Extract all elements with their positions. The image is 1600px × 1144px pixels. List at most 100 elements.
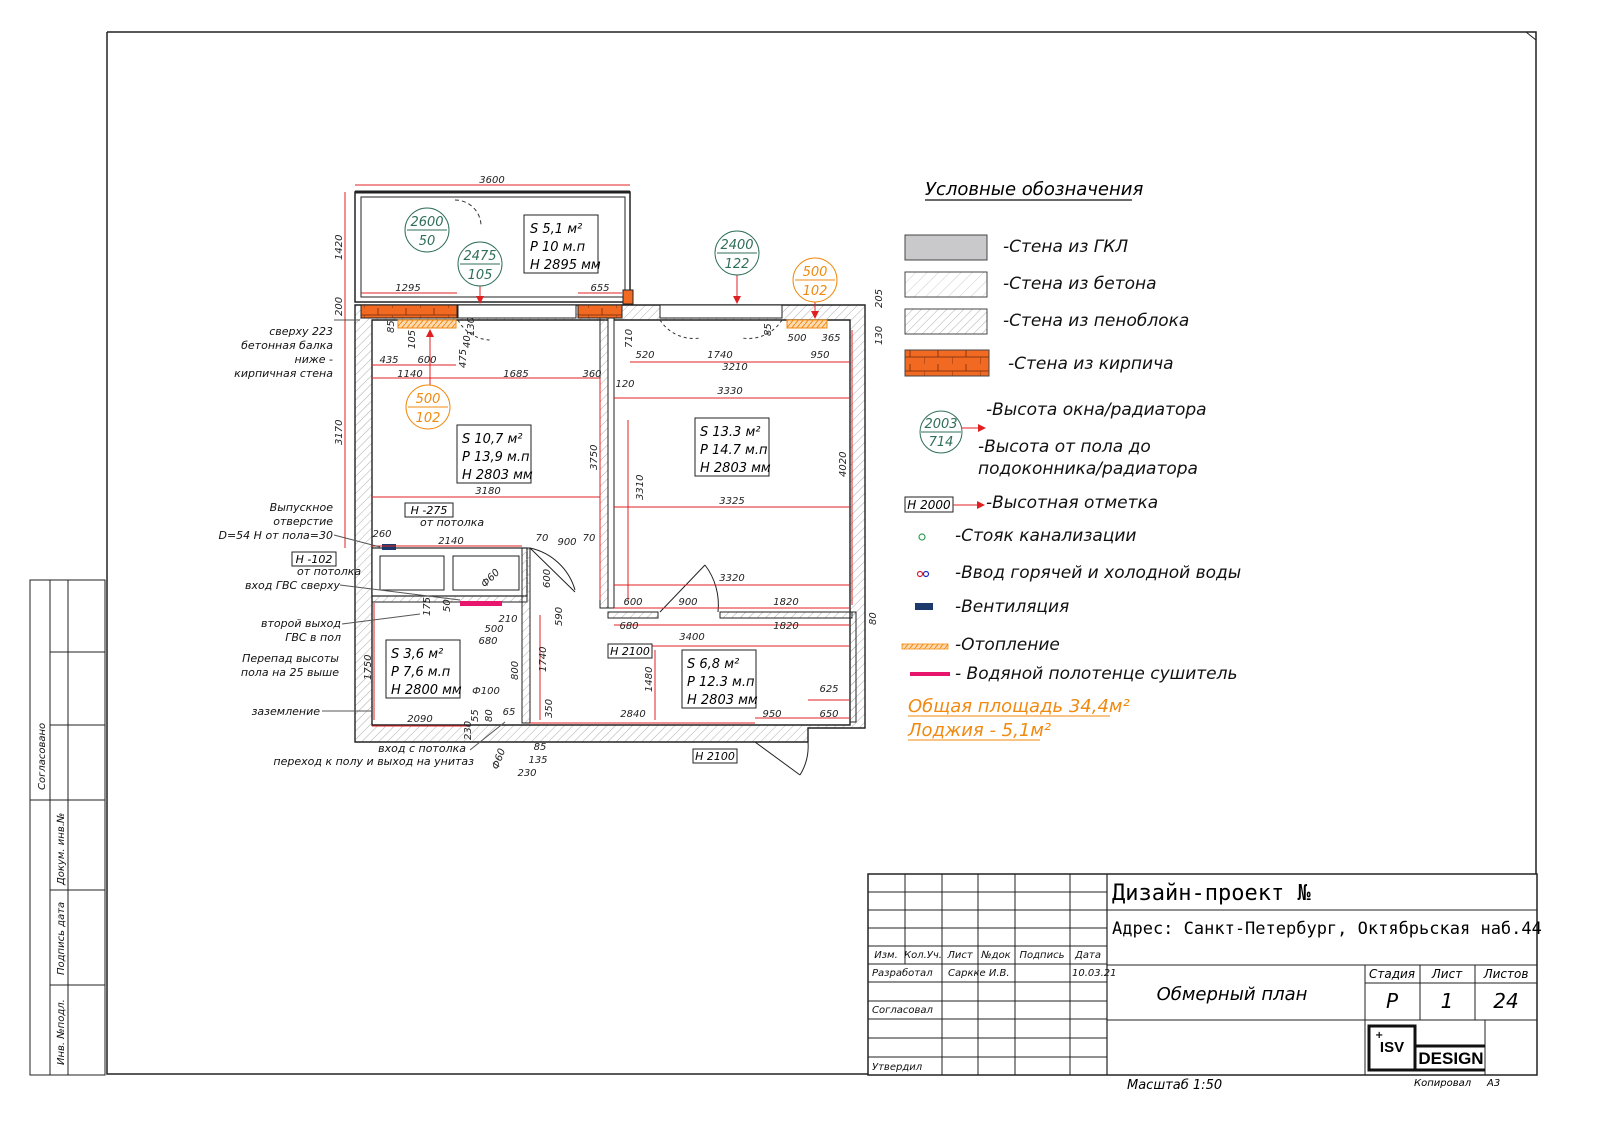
svg-text:ГВС в пол: ГВС в пол <box>285 631 341 644</box>
height-marker: 2400 122 <box>714 230 760 276</box>
svg-text:3170: 3170 <box>334 420 345 445</box>
marker-bottom: 714 <box>929 435 954 450</box>
svg-text:вход ГВС сверху: вход ГВС сверху <box>245 579 340 592</box>
svg-text:Листов: Листов <box>1483 967 1529 981</box>
room-height: H 2803 мм <box>687 693 758 708</box>
legend: Условные обозначения -Стена из ГКЛ -Стен… <box>901 179 1241 741</box>
svg-text:135: 135 <box>528 755 547 766</box>
vent-icon <box>382 544 396 550</box>
side-stamp-inventory: Инв. №подл. <box>56 999 67 1065</box>
floor-plan <box>344 184 866 776</box>
svg-text:от потолка: от потолка <box>420 516 484 529</box>
room-area: S 13.3 м² <box>700 425 760 440</box>
room-label: S 3,6 м² P 7,6 м.п H 2800 мм <box>385 639 462 699</box>
svg-text:3600: 3600 <box>479 175 504 186</box>
room-label: S 10,7 м² P 13,9 м.п H 2803 мм <box>456 424 533 484</box>
svg-text:1820: 1820 <box>773 621 798 632</box>
svg-text:350: 350 <box>544 699 555 718</box>
format-label: А3 <box>1486 1078 1500 1089</box>
room-perimeter: P 14.7 м.п <box>700 443 768 458</box>
svg-text:50: 50 <box>442 599 453 612</box>
marker-top: 500 <box>803 265 828 280</box>
room-height: H 2803 мм <box>700 461 771 476</box>
side-stamp-agreed: Согласовано <box>37 723 48 790</box>
legend-item-brick: -Стена из кирпича <box>1008 354 1174 374</box>
radiator <box>397 319 457 329</box>
room-perimeter: P 13,9 м.п <box>462 450 530 465</box>
svg-text:1480: 1480 <box>644 667 655 692</box>
svg-text:2140: 2140 <box>438 536 463 547</box>
svg-text:230: 230 <box>463 721 474 740</box>
legend-item-foam: -Стена из пеноблока <box>1003 311 1189 331</box>
side-stamp: Согласовано Докум. инв.№ Подпись дата Ин… <box>29 579 106 1076</box>
svg-text:40: 40 <box>462 335 473 348</box>
project-address: Адрес: Санкт-Петербург, Октябрьская наб.… <box>1112 919 1542 939</box>
svg-text:3180: 3180 <box>475 486 500 497</box>
svg-text:230: 230 <box>517 768 536 779</box>
svg-text:900: 900 <box>678 597 697 608</box>
svg-text:520: 520 <box>635 350 654 361</box>
svg-text:600: 600 <box>623 597 642 608</box>
legend-item-water: -Ввод горячей и холодной воды <box>955 563 1241 583</box>
marker-bottom: 50 <box>419 234 436 249</box>
svg-text:№док: №док <box>980 950 1010 961</box>
svg-text:360: 360 <box>582 369 601 380</box>
legend-item-elevation: -Высотная отметка <box>986 493 1158 513</box>
svg-text:130: 130 <box>874 326 885 345</box>
svg-text:680: 680 <box>478 636 497 647</box>
svg-text:Подпись: Подпись <box>1020 950 1065 961</box>
svg-text:кирпичная стена: кирпичная стена <box>234 367 333 380</box>
svg-text:800: 800 <box>510 661 521 680</box>
svg-text:70: 70 <box>583 533 596 544</box>
svg-text:500: 500 <box>787 333 806 344</box>
svg-text:вход с потолка: вход с потолка <box>378 742 466 755</box>
side-stamp-doc: Докум. инв.№ <box>56 813 67 886</box>
marker-bottom: 102 <box>803 284 828 299</box>
elevation-mark: H 2100 <box>692 748 738 764</box>
legend-swatch-brick <box>904 349 990 377</box>
svg-text:590: 590 <box>554 607 565 626</box>
svg-text:3750: 3750 <box>589 445 600 470</box>
svg-text:1295: 1295 <box>395 283 420 294</box>
svg-text:900: 900 <box>557 537 576 548</box>
room-area: S 3,6 м² <box>391 647 443 662</box>
svg-text:бетонная балка: бетонная балка <box>241 339 333 352</box>
svg-text:950: 950 <box>762 709 781 720</box>
vent-icon <box>915 603 933 610</box>
project-title: Дизайн-проект № <box>1112 881 1311 906</box>
svg-text:второй выход: второй выход <box>261 617 341 630</box>
svg-text:210: 210 <box>498 614 517 625</box>
svg-text:85: 85 <box>386 320 397 333</box>
svg-text:Лист: Лист <box>946 950 974 961</box>
svg-text:85: 85 <box>763 323 774 336</box>
svg-text:Изм.: Изм. <box>874 950 898 961</box>
svg-text:200: 200 <box>334 297 345 316</box>
room-area: S 5,1 м² <box>530 222 582 237</box>
svg-text:подоконника/радиатора: подоконника/радиатора <box>978 459 1198 479</box>
legend-swatch-foam <box>904 308 988 335</box>
isv-design-logo: + ISV DESIGN <box>1367 1024 1485 1072</box>
svg-text:55: 55 <box>470 709 481 722</box>
plan-annotations: сверху 223 бетонная балка ниже - кирпичн… <box>219 319 506 768</box>
dimension-labels: 3600 1295 655 520 1740 3210 950 3330 114… <box>334 175 885 779</box>
legend-swatch-concrete <box>904 271 988 298</box>
svg-text:600: 600 <box>542 569 553 588</box>
sheet-value: 1 <box>1441 989 1454 1013</box>
svg-text:1420: 1420 <box>334 235 345 260</box>
copied-label: Копировал <box>1414 1078 1472 1089</box>
svg-text:65: 65 <box>503 707 516 718</box>
svg-text:D=54 Н от пола=30: D=54 Н от пола=30 <box>219 529 334 542</box>
svg-text:ISV: ISV <box>1380 1039 1404 1056</box>
legend-swatch-gkl <box>904 234 988 261</box>
svg-text:3400: 3400 <box>679 632 704 643</box>
marker-top: 2475 <box>463 249 496 264</box>
legend-item-towel: - Водяной полотенце сушитель <box>955 664 1238 684</box>
elevation-value: H 2000 <box>907 498 951 512</box>
svg-text:пола на 25 выше: пола на 25 выше <box>241 666 339 679</box>
svg-text:2840: 2840 <box>620 709 645 720</box>
room-label: S 5,1 м² P 10 м.п H 2895 мм <box>523 214 601 274</box>
legend-item-sewer: -Стояк канализации <box>955 526 1136 546</box>
legend-item-vent: -Вентиляция <box>955 597 1069 617</box>
svg-text:1750: 1750 <box>363 655 374 680</box>
